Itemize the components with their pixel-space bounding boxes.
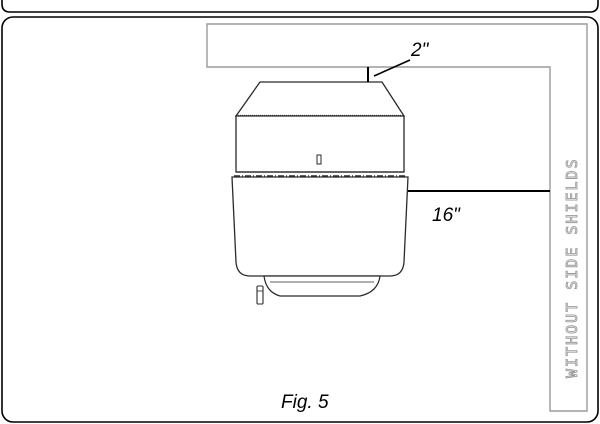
figure-frame <box>1 16 599 423</box>
figure-caption: Fig. 5 <box>281 392 329 413</box>
indicator-slot <box>316 154 322 165</box>
heater-pin <box>256 285 264 305</box>
heater-base <box>263 275 381 297</box>
top-clearance-label: 2" <box>410 40 430 61</box>
heater-unit <box>231 81 409 305</box>
wall-outline <box>206 23 588 412</box>
top-clearance-leader <box>373 59 411 77</box>
wall-label: WITHOUT SIDE SHIELDS <box>563 157 581 378</box>
side-clearance-label: 16" <box>432 205 461 226</box>
heater-lower-body <box>231 176 409 277</box>
previous-figure-frame <box>1 0 599 13</box>
heater-top-cap <box>234 81 406 117</box>
